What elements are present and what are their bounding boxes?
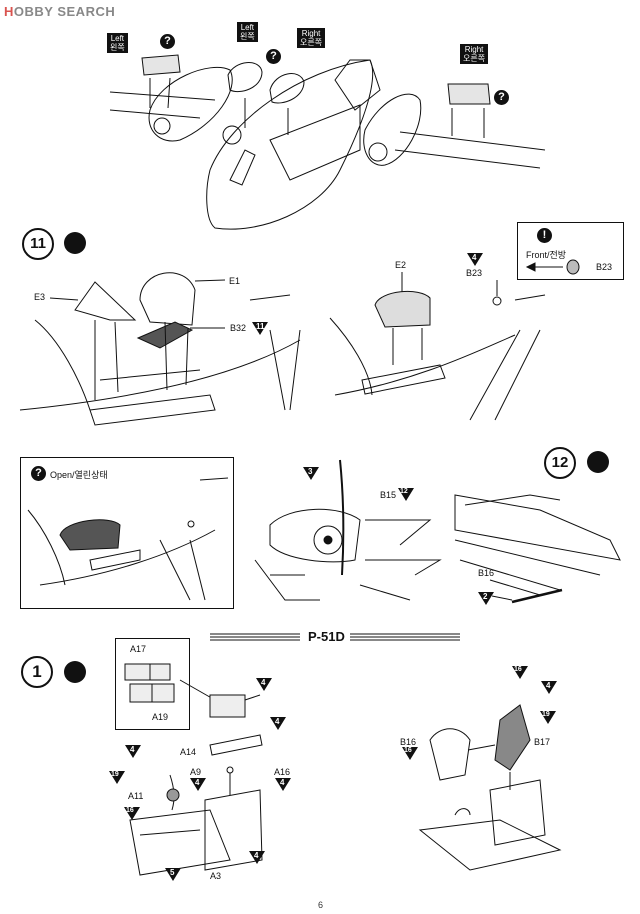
label-e3: E3 <box>34 292 46 302</box>
step-number-1: 1 <box>21 656 53 688</box>
step-number-12: 12 <box>544 447 576 479</box>
part-num-b23: 4 <box>472 253 477 262</box>
part-triangle <box>109 771 125 784</box>
part-num-b15-right: 12 <box>400 488 408 495</box>
open-state-title: Open/열린상태 <box>50 470 108 480</box>
part-num: 4 <box>130 745 135 754</box>
part-triangle <box>249 851 265 864</box>
front-note-title: Front/전방 <box>526 250 567 260</box>
seat-inset-box <box>115 638 190 730</box>
part-triangle <box>541 681 557 694</box>
label-b32: B32 <box>230 323 247 333</box>
part-num-b16: 2 <box>483 592 488 601</box>
part-num: 4 <box>275 717 280 726</box>
section-title: P-51D <box>308 629 345 644</box>
label-b15: B15 <box>380 490 397 500</box>
part-num: 19 <box>111 771 119 778</box>
part-triangle-b16 <box>478 592 494 605</box>
label-b23: B23 <box>466 268 483 278</box>
part-num: 4 <box>195 778 200 787</box>
label-a11: A11 <box>128 791 144 801</box>
section-divider <box>0 628 640 648</box>
part-num-b15-left: 3 <box>308 467 313 476</box>
question-icon: ? <box>266 49 281 64</box>
pencil-icon <box>64 232 86 254</box>
label-b16-step12: B16 <box>478 568 495 578</box>
label-a16: A16 <box>274 767 291 777</box>
label-a9: A9 <box>190 767 202 777</box>
part-num: 16 <box>514 666 522 673</box>
part-num: 5 <box>170 868 175 877</box>
front-arrow-icon <box>525 255 625 295</box>
part-triangle-b15-right <box>398 488 414 501</box>
exclamation-icon: ! <box>537 228 552 243</box>
label-a14: A14 <box>180 747 197 757</box>
right-tag-1: Right 오른쪽 <box>297 28 326 48</box>
front-note-box <box>517 222 624 280</box>
label-b16: B16 <box>400 737 417 747</box>
label-a17: A17 <box>130 644 147 654</box>
watermark: HOBBY SEARCH <box>4 4 116 19</box>
open-state-box <box>20 457 234 609</box>
page-number: 6 <box>318 900 324 910</box>
part-triangle <box>165 868 181 881</box>
part-num: 16 <box>126 807 134 814</box>
part-triangle <box>125 745 141 758</box>
front-note-part: B23 <box>596 262 613 272</box>
question-icon: ? <box>31 466 46 481</box>
part-num: 16 <box>404 747 412 754</box>
part-num: 4 <box>546 681 551 690</box>
part-triangle <box>275 778 291 791</box>
label-a19: A19 <box>152 712 169 722</box>
part-num-b32: 11 <box>256 322 265 331</box>
label-e1: E1 <box>229 276 241 286</box>
part-triangle <box>402 747 418 760</box>
label-b17: B17 <box>534 737 551 747</box>
part-num: 4 <box>254 851 259 860</box>
question-icon: ? <box>494 90 509 105</box>
part-num: 4 <box>261 678 266 687</box>
part-triangle-b23 <box>467 253 483 266</box>
left-tag-2: Left 왼쪽 <box>237 22 258 42</box>
label-a3: A3 <box>210 871 222 881</box>
pencil-icon <box>64 661 86 683</box>
part-triangle <box>256 678 272 691</box>
part-num: 4 <box>280 778 285 787</box>
right-tag-2: Right 오른쪽 <box>460 44 489 64</box>
question-icon: ? <box>160 34 175 49</box>
pencil-icon <box>587 451 609 473</box>
part-triangle <box>512 666 528 679</box>
part-num: 19 <box>542 711 550 718</box>
part-triangle <box>270 717 286 730</box>
part-triangle <box>190 778 206 791</box>
part-triangle <box>540 711 556 724</box>
left-tag-1: Left 왼쪽 <box>107 33 128 53</box>
part-triangle-b15-left <box>303 467 319 480</box>
step-number-11: 11 <box>22 228 54 260</box>
label-e2: E2 <box>395 260 407 270</box>
part-triangle-b32 <box>252 322 268 335</box>
part-triangle <box>124 807 140 820</box>
